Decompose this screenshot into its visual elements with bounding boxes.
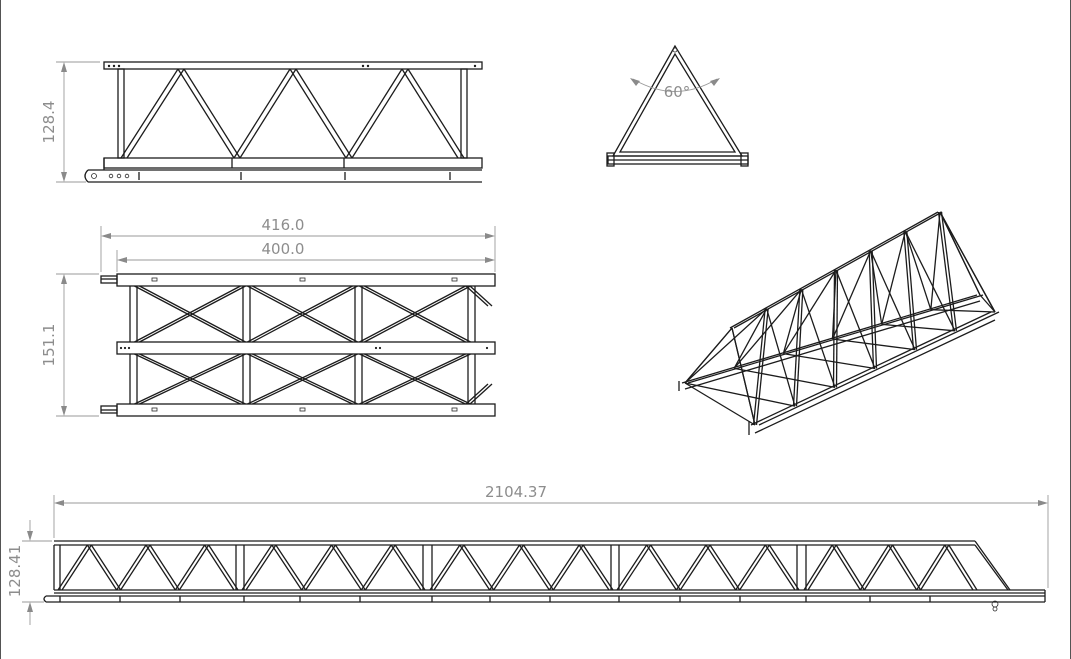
side-view-diagonals (120, 68, 465, 180)
total-height-dimension (22, 520, 52, 625)
inner-width-label: 400.0 (262, 240, 305, 258)
total-length-dimension (53, 495, 1049, 588)
top-view-chords (100, 273, 496, 417)
side-view-bolts (91, 64, 477, 179)
isometric-view (678, 211, 1000, 435)
top-depth-label: 151.1 (40, 324, 58, 367)
top-depth-dimension (56, 273, 99, 417)
top-view-members (129, 285, 493, 405)
end-view: 60° (606, 44, 749, 167)
top-view-holes (119, 277, 489, 412)
assembly-members (53, 544, 978, 602)
overall-width-label: 416.0 (262, 216, 305, 234)
top-view: 416.0 400.0 151.1 (40, 216, 496, 417)
total-length-label: 2104.37 (485, 483, 547, 501)
side-view-frame (84, 61, 483, 183)
side-height-label: 128.4 (40, 101, 58, 144)
assembly-view: 2104.37 128.41 (6, 483, 1049, 625)
apex-angle-label: 60° (664, 83, 691, 101)
isometric-truss (678, 211, 1000, 435)
side-height-dimension (56, 61, 100, 183)
end-view-triangle (606, 44, 749, 167)
side-view: 128.4 (40, 61, 483, 183)
top-view-width-dimensions (100, 226, 496, 272)
total-height-label: 128.41 (6, 545, 24, 598)
